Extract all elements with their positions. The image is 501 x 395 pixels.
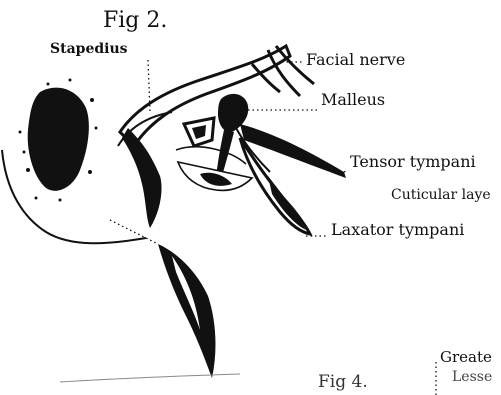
label-tensor-tympani: Tensor tympani <box>350 154 476 170</box>
leader-tensor <box>344 170 348 172</box>
label-malleus: Malleus <box>321 92 385 108</box>
bottom-faint-line <box>60 374 240 382</box>
malleus-handle <box>216 130 234 176</box>
label-cuticular-layer: Cuticular laye <box>391 188 491 202</box>
label-laxator-tympani: Laxator tympani <box>331 222 464 238</box>
next-figure-title: Fig 4. <box>318 374 368 391</box>
descending-process <box>158 244 215 378</box>
figure-title: Fig 2. <box>103 10 167 32</box>
label-greater: Greate <box>440 350 492 365</box>
stippled-cartilage-patch <box>19 79 98 202</box>
label-stapedius: Stapedius <box>50 42 128 56</box>
label-lesser: Lesse <box>452 370 492 384</box>
label-facial-nerve: Facial nerve <box>306 52 405 68</box>
stapedius-muscle <box>122 128 162 228</box>
tympanic-ring-arc <box>176 147 246 164</box>
